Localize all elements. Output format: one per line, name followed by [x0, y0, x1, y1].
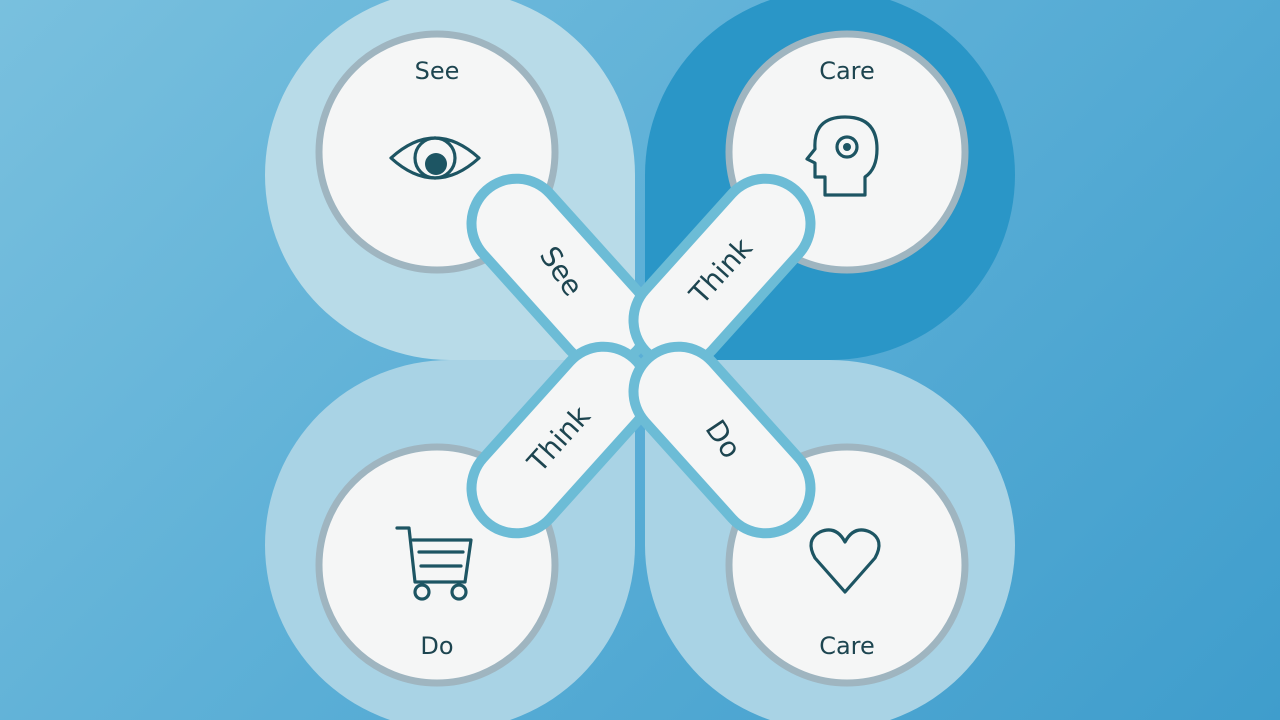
heart-icon	[809, 528, 881, 594]
shopping-cart-icon	[395, 526, 473, 601]
pill-think-bottom: Think	[466, 341, 654, 539]
quadrant-label: Do	[420, 632, 453, 660]
quadrant-label: Care	[819, 57, 875, 85]
quadrant-label: See	[415, 57, 460, 85]
eye-icon	[389, 136, 481, 180]
pill-do: Do	[628, 341, 816, 539]
quadrant-label: Care	[819, 632, 875, 660]
head-gear-icon	[805, 115, 879, 197]
